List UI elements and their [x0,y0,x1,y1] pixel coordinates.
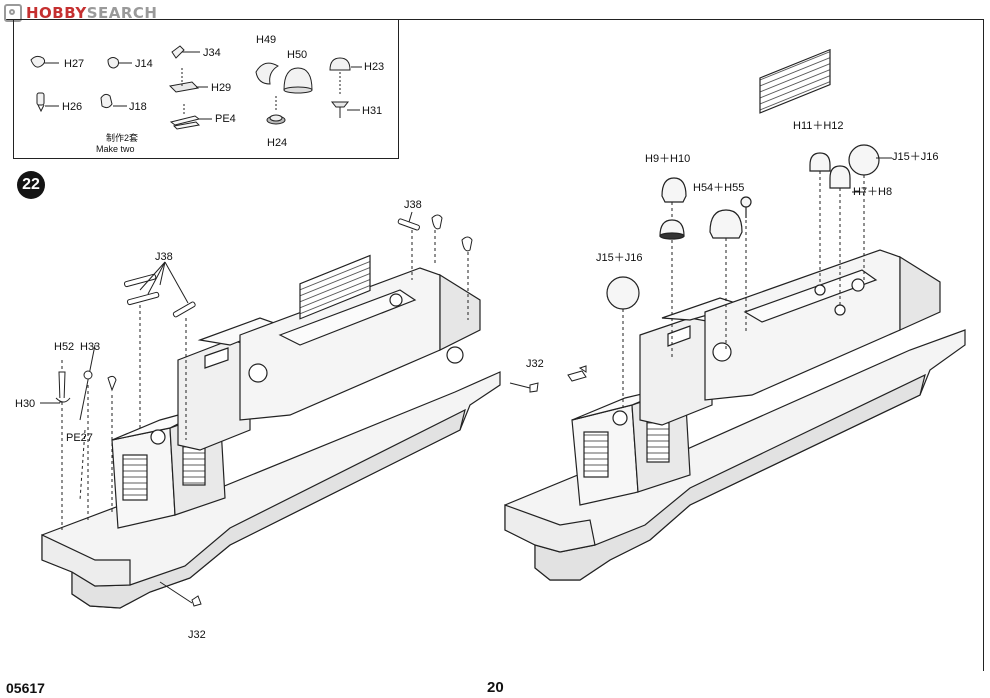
step-number-badge: 22 [17,171,45,199]
label-h23: H23 [364,61,385,73]
left-ship-small-parts [55,370,539,607]
right-ship-radomes [606,144,880,310]
right-ship-small-parts [567,365,587,382]
label-h54-h55: H54＋H55 [693,182,745,194]
label-j32-right: J32 [526,358,544,370]
label-h7-h8: H7＋H8 [853,186,893,198]
page-number: 20 [487,679,504,696]
label-h33: H33 [80,341,101,353]
watermark-brand-gray: SEARCH [86,4,158,22]
label-h31: H31 [362,105,383,117]
label-j32-bottom: J32 [188,629,206,641]
label-pe27: PE27 [66,432,93,444]
left-ship-j38-parts [123,214,473,318]
label-j18: J18 [129,101,147,113]
label-h27: H27 [64,58,85,70]
inset-parts-drawing [30,45,362,130]
label-pe4: PE4 [215,113,236,125]
note-make-two-cn: 制作2套 [106,133,139,143]
watermark: HOBBY SEARCH [4,4,158,22]
label-h49: H49 [256,34,277,46]
watermark-brand-red: HOBBY [26,4,87,22]
label-h52: H52 [54,341,75,353]
label-h29: H29 [211,82,232,94]
right-ship-leader-lines [622,157,892,412]
right-ship-hull [504,48,966,581]
label-j14: J14 [135,58,153,70]
label-j15-j16-left: J15＋J16 [596,252,643,264]
product-code: 05617 [6,680,45,696]
parts-inset-box: H27 J14 J34 H49 H50 H23 H26 J18 H29 PE4 … [13,19,399,159]
label-h50: H50 [287,49,308,61]
label-j38-left: J38 [155,251,173,263]
label-h30: H30 [15,398,36,410]
label-h11-h12: H11＋H12 [793,120,844,132]
left-ship-leader-lines [40,211,531,604]
label-h24: H24 [267,137,288,149]
note-make-two-en: Make two [96,144,135,154]
label-j34: J34 [203,47,221,59]
label-j38-top: J38 [404,199,422,211]
label-h9-h10: H9＋H10 [645,153,691,165]
label-j15-j16-top: J15＋J16 [892,151,939,163]
label-h26: H26 [62,101,83,113]
left-ship-hull [41,254,501,609]
